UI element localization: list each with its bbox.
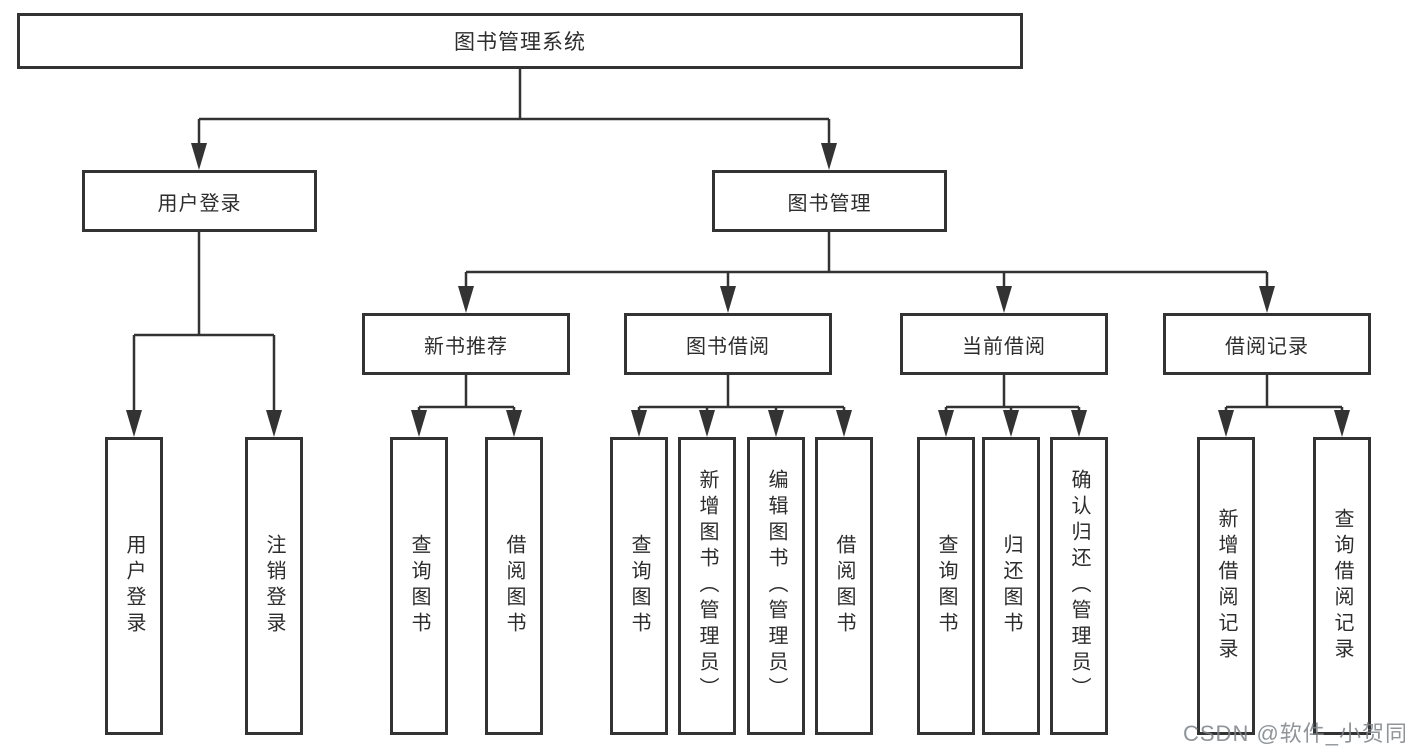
node-leaf-user-login: 用户登录 — [105, 437, 163, 735]
node-leaf-borrow-query-book-label: 查询图书 — [628, 534, 650, 638]
node-leaf-return-book: 归还图书 — [982, 437, 1040, 735]
node-leaf-query-borrow-record-label: 查询借阅记录 — [1331, 508, 1353, 664]
node-root-label: 图书管理系统 — [454, 31, 586, 54]
node-user-login: 用户登录 — [82, 170, 317, 232]
node-book-management-label: 图书管理 — [787, 192, 872, 215]
node-current-borrow: 当前借阅 — [900, 313, 1108, 375]
node-book-borrow: 图书借阅 — [624, 313, 832, 375]
node-leaf-recommend-borrow-book: 借阅图书 — [485, 437, 543, 735]
arrowhead-icons — [126, 143, 1350, 437]
node-leaf-add-book-admin: 新增图书（管理员） — [678, 437, 736, 735]
node-leaf-query-borrow-record: 查询借阅记录 — [1313, 437, 1371, 735]
node-leaf-add-borrow-record-label: 新增借阅记录 — [1215, 508, 1237, 664]
node-book-management: 图书管理 — [712, 170, 947, 232]
node-new-book-recommend: 新书推荐 — [362, 313, 570, 375]
node-leaf-add-book-admin-label: 新增图书（管理员） — [696, 469, 718, 703]
node-leaf-logout: 注销登录 — [245, 437, 303, 735]
node-book-borrow-label: 图书借阅 — [686, 335, 770, 358]
node-leaf-current-query-book-label: 查询图书 — [935, 534, 957, 638]
node-leaf-recommend-query-book-label: 查询图书 — [408, 534, 430, 638]
node-leaf-add-borrow-record: 新增借阅记录 — [1197, 437, 1255, 735]
node-leaf-edit-book-admin: 编辑图书（管理员） — [747, 437, 805, 735]
node-leaf-user-login-label: 用户登录 — [123, 534, 145, 638]
node-leaf-logout-label: 注销登录 — [263, 534, 285, 638]
node-leaf-recommend-borrow-book-label: 借阅图书 — [503, 534, 525, 638]
node-user-login-label: 用户登录 — [157, 192, 242, 215]
node-root-system: 图书管理系统 — [17, 13, 1023, 69]
node-current-borrow-label: 当前借阅 — [962, 335, 1046, 358]
node-leaf-edit-book-admin-label: 编辑图书（管理员） — [765, 469, 787, 703]
node-leaf-current-query-book: 查询图书 — [917, 437, 975, 735]
node-borrow-records-label: 借阅记录 — [1225, 335, 1309, 358]
node-leaf-borrow-query-book: 查询图书 — [610, 437, 668, 735]
csdn-watermark: CSDN @软件_小贺同学 — [1183, 721, 1405, 746]
node-borrow-records: 借阅记录 — [1163, 313, 1371, 375]
node-leaf-confirm-return-admin: 确认归还（管理员） — [1050, 437, 1108, 735]
node-leaf-confirm-return-admin-label: 确认归还（管理员） — [1068, 469, 1090, 703]
node-new-book-recommend-label: 新书推荐 — [424, 335, 508, 358]
node-leaf-recommend-query-book: 查询图书 — [390, 437, 448, 735]
node-leaf-borrow-book-label: 借阅图书 — [833, 534, 855, 638]
node-leaf-borrow-book: 借阅图书 — [815, 437, 873, 735]
node-leaf-return-book-label: 归还图书 — [1000, 534, 1022, 638]
